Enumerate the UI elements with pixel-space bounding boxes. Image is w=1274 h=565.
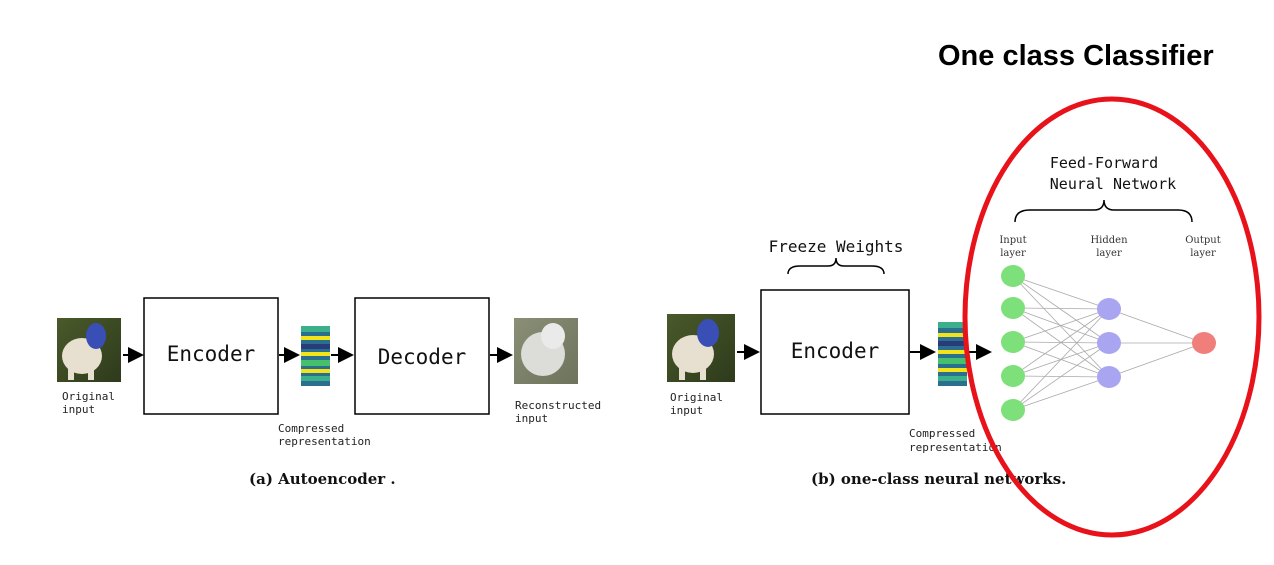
decoder-box	[354, 297, 490, 415]
original-input-label-1: Original	[670, 391, 723, 404]
page-title: One class Classifier	[938, 40, 1214, 72]
nn-edge	[1012, 275, 1110, 310]
hidden-node	[1097, 332, 1121, 354]
freeze-weights-label: Freeze Weights	[769, 237, 904, 256]
nn-edge	[1108, 342, 1205, 378]
encoder-label: Encoder	[791, 339, 880, 363]
compressed-label-2: representation	[909, 441, 1002, 454]
encoder-box	[760, 289, 910, 415]
nn-title-2: Neural Network	[1050, 175, 1176, 193]
input-node	[1001, 265, 1025, 287]
nn-edge	[1108, 308, 1205, 344]
hidden-layer-label-1: Hidden	[1090, 235, 1128, 246]
nn-edge	[1012, 308, 1110, 343]
nn-edge	[1012, 275, 1110, 344]
input-node	[1001, 399, 1025, 421]
original-input-image	[57, 318, 121, 382]
original-input-image	[667, 314, 735, 382]
reconstructed-label-1: Reconstructed	[515, 399, 601, 412]
nn-nodes	[1001, 265, 1216, 421]
freeze-brace	[787, 257, 885, 275]
input-node	[1001, 297, 1025, 319]
nn-brace	[1014, 199, 1193, 223]
hidden-node	[1097, 298, 1121, 320]
compressed-representation-bar	[301, 326, 330, 386]
nn-edge	[1012, 275, 1110, 378]
caption-b: (b) one-class neural networks.	[811, 470, 1066, 488]
panel-a-autoencoder: Original input Encoder Decoder Reconstr	[57, 297, 601, 488]
reconstructed-input-image	[514, 318, 578, 384]
highlight-ellipse	[962, 96, 1262, 538]
original-input-label-1: Original	[62, 390, 115, 403]
compressed-representation-bar	[938, 322, 967, 386]
output-layer-label-1: Output	[1185, 235, 1221, 246]
nn-title-1: Feed-Forward	[1050, 154, 1158, 172]
nn-edge	[1012, 376, 1110, 411]
compressed-label-2: representation	[278, 435, 371, 448]
original-input-label-2: input	[62, 403, 95, 416]
hidden-layer-label-2: layer	[1096, 248, 1122, 259]
compressed-label-1: Compressed	[909, 427, 975, 440]
input-node	[1001, 331, 1025, 353]
input-node	[1001, 365, 1025, 387]
nn-edge	[1012, 342, 1110, 411]
compressed-label-1: Compressed	[278, 422, 344, 435]
caption-a: (a) Autoencoder .	[249, 470, 396, 488]
output-node	[1192, 332, 1216, 354]
output-layer-label-2: layer	[1190, 248, 1216, 259]
nn-edge	[1012, 308, 1110, 411]
encoder-box	[143, 297, 279, 415]
encoder-label: Encoder	[167, 342, 256, 366]
original-input-label-2: input	[670, 404, 703, 417]
hidden-node	[1097, 366, 1121, 388]
nn-edge	[1012, 308, 1110, 377]
reconstructed-label-2: input	[515, 412, 548, 425]
input-layer-label-1: Input	[999, 235, 1026, 246]
nn-connections	[1012, 275, 1205, 411]
panel-b-one-class-nn: Original input Freeze Weights Encoder Co…	[667, 154, 1221, 488]
input-layer-label-2: layer	[1000, 248, 1026, 259]
decoder-label: Decoder	[378, 345, 467, 369]
nn-edge	[1012, 307, 1110, 310]
